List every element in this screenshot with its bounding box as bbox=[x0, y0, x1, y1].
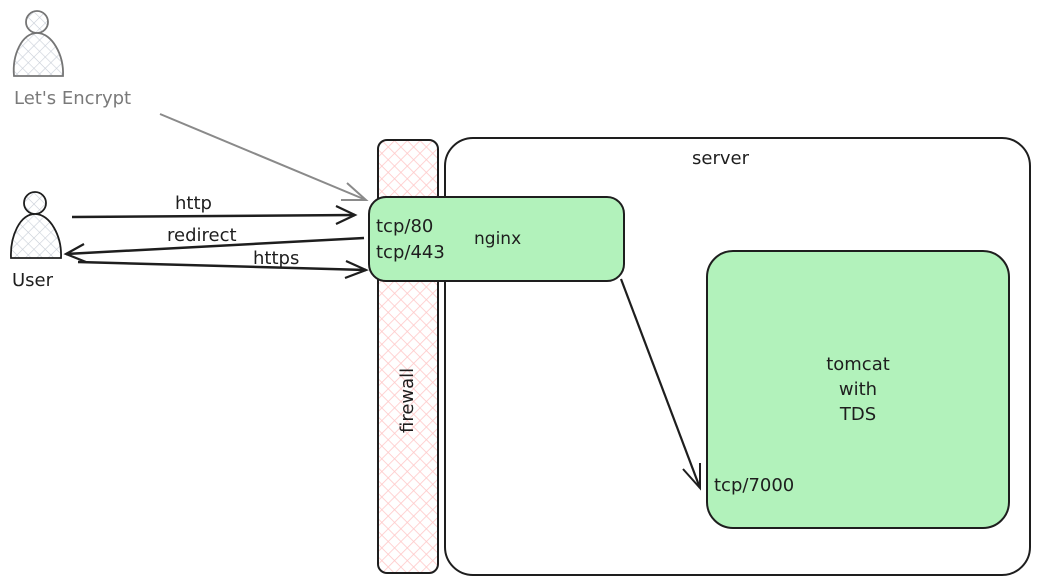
nginx-box[interactable]: tcp/80 tcp/443 nginx bbox=[368, 196, 625, 282]
tomcat-port-label: tcp/7000 bbox=[714, 475, 794, 496]
nginx-label: nginx bbox=[474, 229, 521, 249]
letsencrypt-label: Let's Encrypt bbox=[14, 88, 131, 109]
user-actor[interactable]: User bbox=[10, 191, 62, 291]
tomcat-box[interactable]: tomcat with TDS tcp/7000 bbox=[706, 250, 1010, 529]
redirect-arrow[interactable]: redirect bbox=[63, 225, 365, 264]
person-icon bbox=[12, 10, 64, 77]
firewall-label: firewall bbox=[397, 368, 418, 433]
tomcat-line-2: with bbox=[839, 379, 877, 400]
person-icon bbox=[10, 191, 62, 259]
letsencrypt-actor[interactable]: Let's Encrypt bbox=[12, 10, 131, 109]
nginx-port-443: tcp/443 bbox=[376, 242, 445, 263]
letsencrypt-arrow[interactable] bbox=[159, 113, 369, 201]
nginx-to-tomcat-arrow[interactable] bbox=[619, 278, 702, 491]
nginx-port-80: tcp/80 bbox=[376, 216, 433, 237]
user-label: User bbox=[12, 270, 54, 291]
tomcat-line-3: TDS bbox=[839, 404, 876, 425]
tomcat-line-1: tomcat bbox=[826, 354, 890, 375]
https-label: https bbox=[253, 248, 299, 269]
https-arrow[interactable]: https bbox=[77, 248, 369, 280]
http-label: http bbox=[175, 193, 212, 214]
http-arrow[interactable]: http bbox=[71, 193, 358, 225]
server-label: server bbox=[692, 148, 750, 169]
redirect-label: redirect bbox=[167, 225, 237, 246]
